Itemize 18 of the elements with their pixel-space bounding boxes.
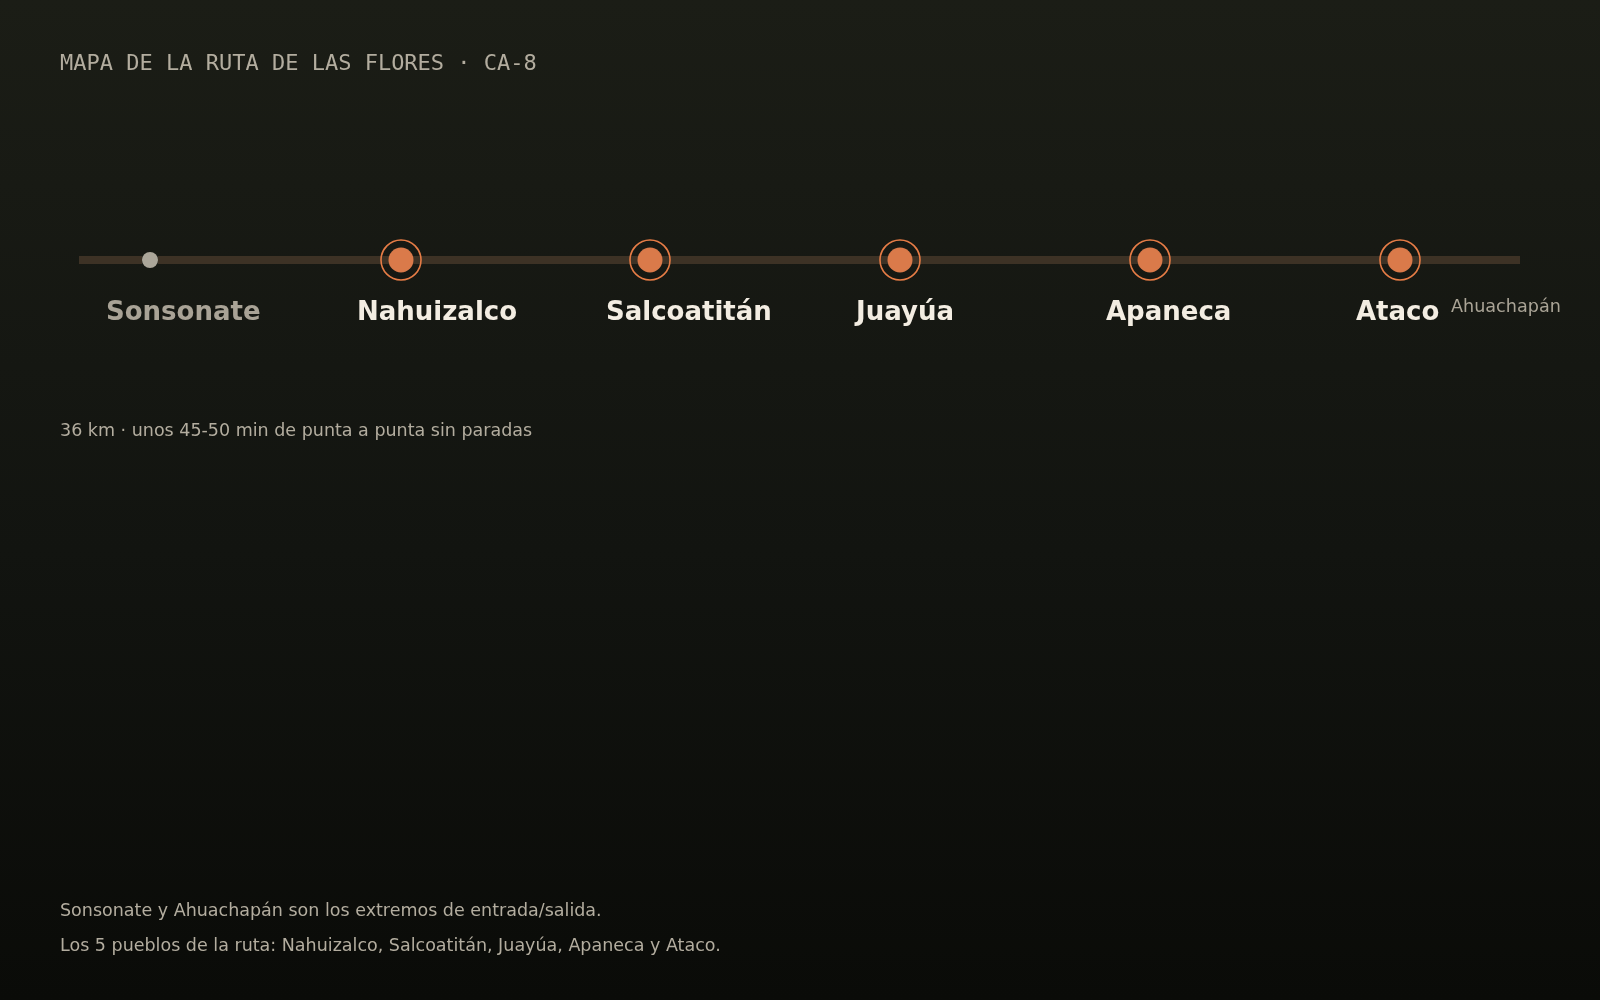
route-line [1421, 256, 1520, 264]
route-summary: 36 km · unos 45-50 min de punta a punta sin paradas [60, 422, 533, 440]
route-line [1171, 256, 1379, 264]
route-note: Sonsonate y Ahuachapán son los extremos de entrada/salida. [60, 902, 602, 920]
station-name: Juayúa [856, 298, 954, 324]
route-line [921, 256, 1129, 264]
station-name: Apaneca [1106, 298, 1232, 324]
map-title: MAPA DE LA RUTA DE LAS FLORES · CA-8 [60, 52, 537, 74]
place-name: Ahuachapán [1451, 298, 1561, 316]
station-name: Sonsonate [106, 298, 261, 324]
route-line [671, 256, 879, 264]
station-name: Ataco [1356, 298, 1440, 324]
station-name: Salcoatitán [606, 298, 772, 324]
route-line [422, 256, 629, 264]
station-name: Nahuizalco [357, 298, 518, 324]
route-line [79, 256, 142, 264]
route-line [158, 256, 380, 264]
route-note: Los 5 pueblos de la ruta: Nahuizalco, Salcoatitán, Juayúa, Apaneca y Ataco. [60, 937, 721, 955]
